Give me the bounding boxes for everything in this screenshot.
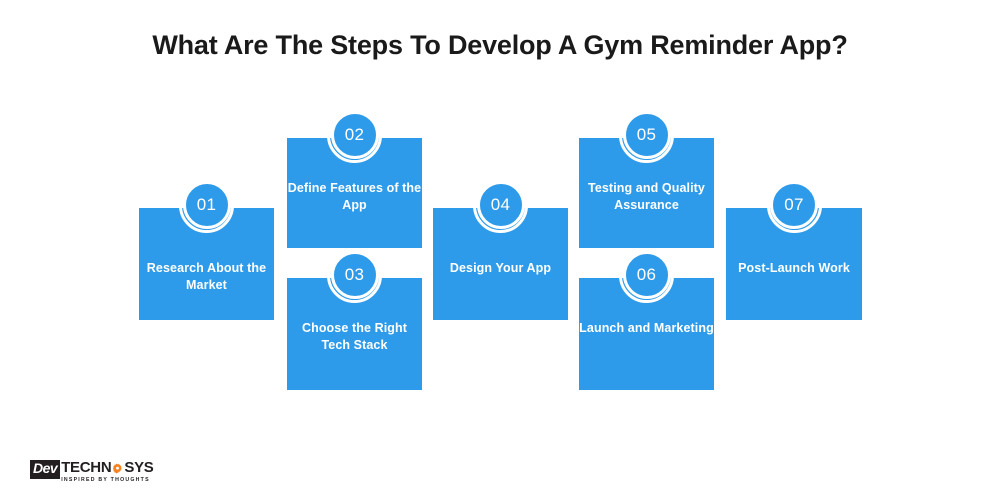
step-number-badge-07: 07	[766, 177, 822, 233]
step-number-02: 02	[344, 125, 365, 144]
step-number-06: 06	[636, 265, 657, 284]
step-label-02: Define Features of the App	[287, 181, 422, 212]
brand-logo: Dev TECHN SYS INSPIRED BY THOUGHTS	[30, 459, 154, 488]
logo-name-right: SYS	[124, 459, 154, 476]
logo-dev-mark: Dev	[30, 460, 61, 479]
step-label-07: Post-Launch Work	[738, 261, 850, 275]
step-label-01: Research About the Market	[146, 261, 267, 292]
step-number-04: 04	[490, 195, 511, 214]
step-number-badge-02: 02	[327, 107, 382, 163]
logo-word-row: TECHN SYS	[61, 459, 154, 476]
step-number-badge-03: 03	[327, 247, 382, 303]
step-card-01[interactable]: 01 Research About the Market	[139, 177, 274, 320]
logo-tagline: INSPIRED BY THOUGHTS	[61, 477, 150, 483]
step-number-07: 07	[784, 195, 804, 214]
step-card-04[interactable]: 04 Design Your App	[433, 177, 568, 320]
steps-infographic: 01 Research About the Market 02 Define F…	[139, 107, 862, 390]
step-card-05[interactable]: 05 Testing and Quality Assurance	[579, 107, 714, 248]
step-card-07[interactable]: 07 Post-Launch Work	[726, 177, 862, 320]
step-number-badge-04: 04	[473, 177, 528, 233]
step-number-03: 03	[344, 265, 365, 284]
step-label-03: Choose the Right Tech Stack	[301, 321, 408, 352]
logo-wordmark: TECHN SYS INSPIRED BY THOUGHTS	[61, 459, 154, 484]
step-card-06[interactable]: 06 Launch and Marketing	[579, 247, 714, 390]
step-label-05: Testing and Quality Assurance	[588, 181, 705, 212]
step-label-04: Design Your App	[449, 261, 552, 275]
step-label-06: Launch and Marketing	[579, 321, 714, 335]
step-number-badge-06: 06	[619, 247, 674, 303]
page-title: What Are The Steps To Develop A Gym Remi…	[152, 30, 848, 60]
logo-name-left: TECHN	[61, 459, 112, 476]
step-number-badge-01: 01	[179, 177, 234, 233]
step-number-05: 05	[636, 125, 657, 144]
step-card-02[interactable]: 02 Define Features of the App	[287, 107, 422, 248]
step-number-01: 01	[196, 195, 217, 214]
gear-icon	[112, 462, 123, 474]
step-card-03[interactable]: 03 Choose the Right Tech Stack	[287, 247, 422, 390]
step-number-badge-05: 05	[619, 107, 674, 163]
